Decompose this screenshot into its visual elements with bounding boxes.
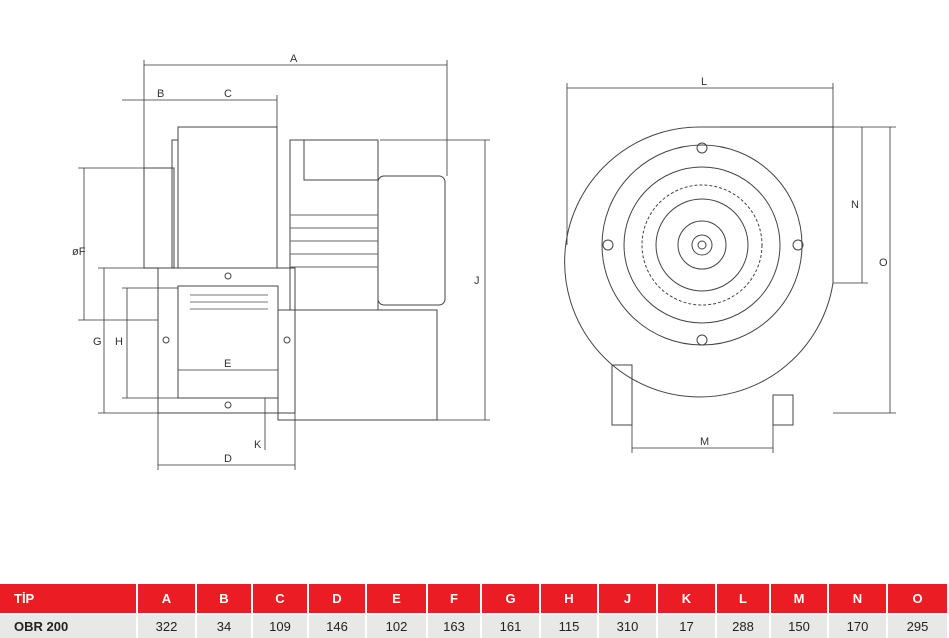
cell-D: 146 (308, 613, 367, 638)
label-O: O (879, 257, 888, 269)
header-D: D (308, 584, 367, 614)
cell-K: 17 (657, 613, 717, 638)
cell-N: 170 (828, 613, 888, 638)
header-K: K (657, 584, 717, 614)
header-G: G (481, 584, 541, 614)
label-M: M (700, 436, 709, 448)
label-L: L (701, 76, 707, 88)
label-N: N (851, 199, 859, 211)
front-view (564, 126, 834, 426)
dimension-lines-side (78, 60, 490, 470)
cell-M: 150 (770, 613, 829, 638)
header-F: F (427, 584, 482, 614)
label-B: B (157, 88, 164, 100)
cell-F: 163 (427, 613, 482, 638)
cell-H: 115 (540, 613, 599, 638)
table-row: OBR 200 322 34 109 146 102 163 161 115 3… (0, 613, 949, 638)
label-F: øF (72, 246, 86, 258)
header-M: M (770, 584, 829, 614)
header-O: O (887, 584, 949, 614)
cell-G: 161 (481, 613, 541, 638)
dimension-lines-front (566, 83, 896, 453)
cell-L: 288 (716, 613, 771, 638)
side-view (143, 126, 446, 421)
cell-C: 109 (252, 613, 309, 638)
label-E: E (224, 358, 231, 370)
cell-tip: OBR 200 (0, 613, 138, 638)
technical-drawing: A B C E D K øF G H J L N O M (72, 53, 896, 470)
header-H: H (540, 584, 599, 614)
cell-A: 322 (137, 613, 197, 638)
label-D: D (224, 453, 232, 465)
header-B: B (196, 584, 253, 614)
header-E: E (366, 584, 428, 614)
header-tip: TİP (0, 584, 138, 614)
cell-O: 295 (887, 613, 949, 638)
label-K: K (254, 439, 262, 451)
cell-E: 102 (366, 613, 428, 638)
cell-J: 310 (598, 613, 658, 638)
label-A: A (290, 53, 298, 65)
cell-B: 34 (196, 613, 253, 638)
dimensions-table: TİP A B C D E F G H J K L M N O OBR 200 … (0, 584, 949, 638)
label-G: G (93, 336, 102, 348)
label-J: J (474, 275, 480, 287)
header-N: N (828, 584, 888, 614)
header-J: J (598, 584, 658, 614)
table-header-row: TİP A B C D E F G H J K L M N O (0, 584, 949, 614)
label-H: H (115, 336, 123, 348)
header-A: A (137, 584, 197, 614)
header-L: L (716, 584, 771, 614)
dimension-labels: A B C E D K øF G H J L N O M (72, 53, 888, 465)
header-C: C (252, 584, 309, 614)
label-C: C (224, 88, 232, 100)
